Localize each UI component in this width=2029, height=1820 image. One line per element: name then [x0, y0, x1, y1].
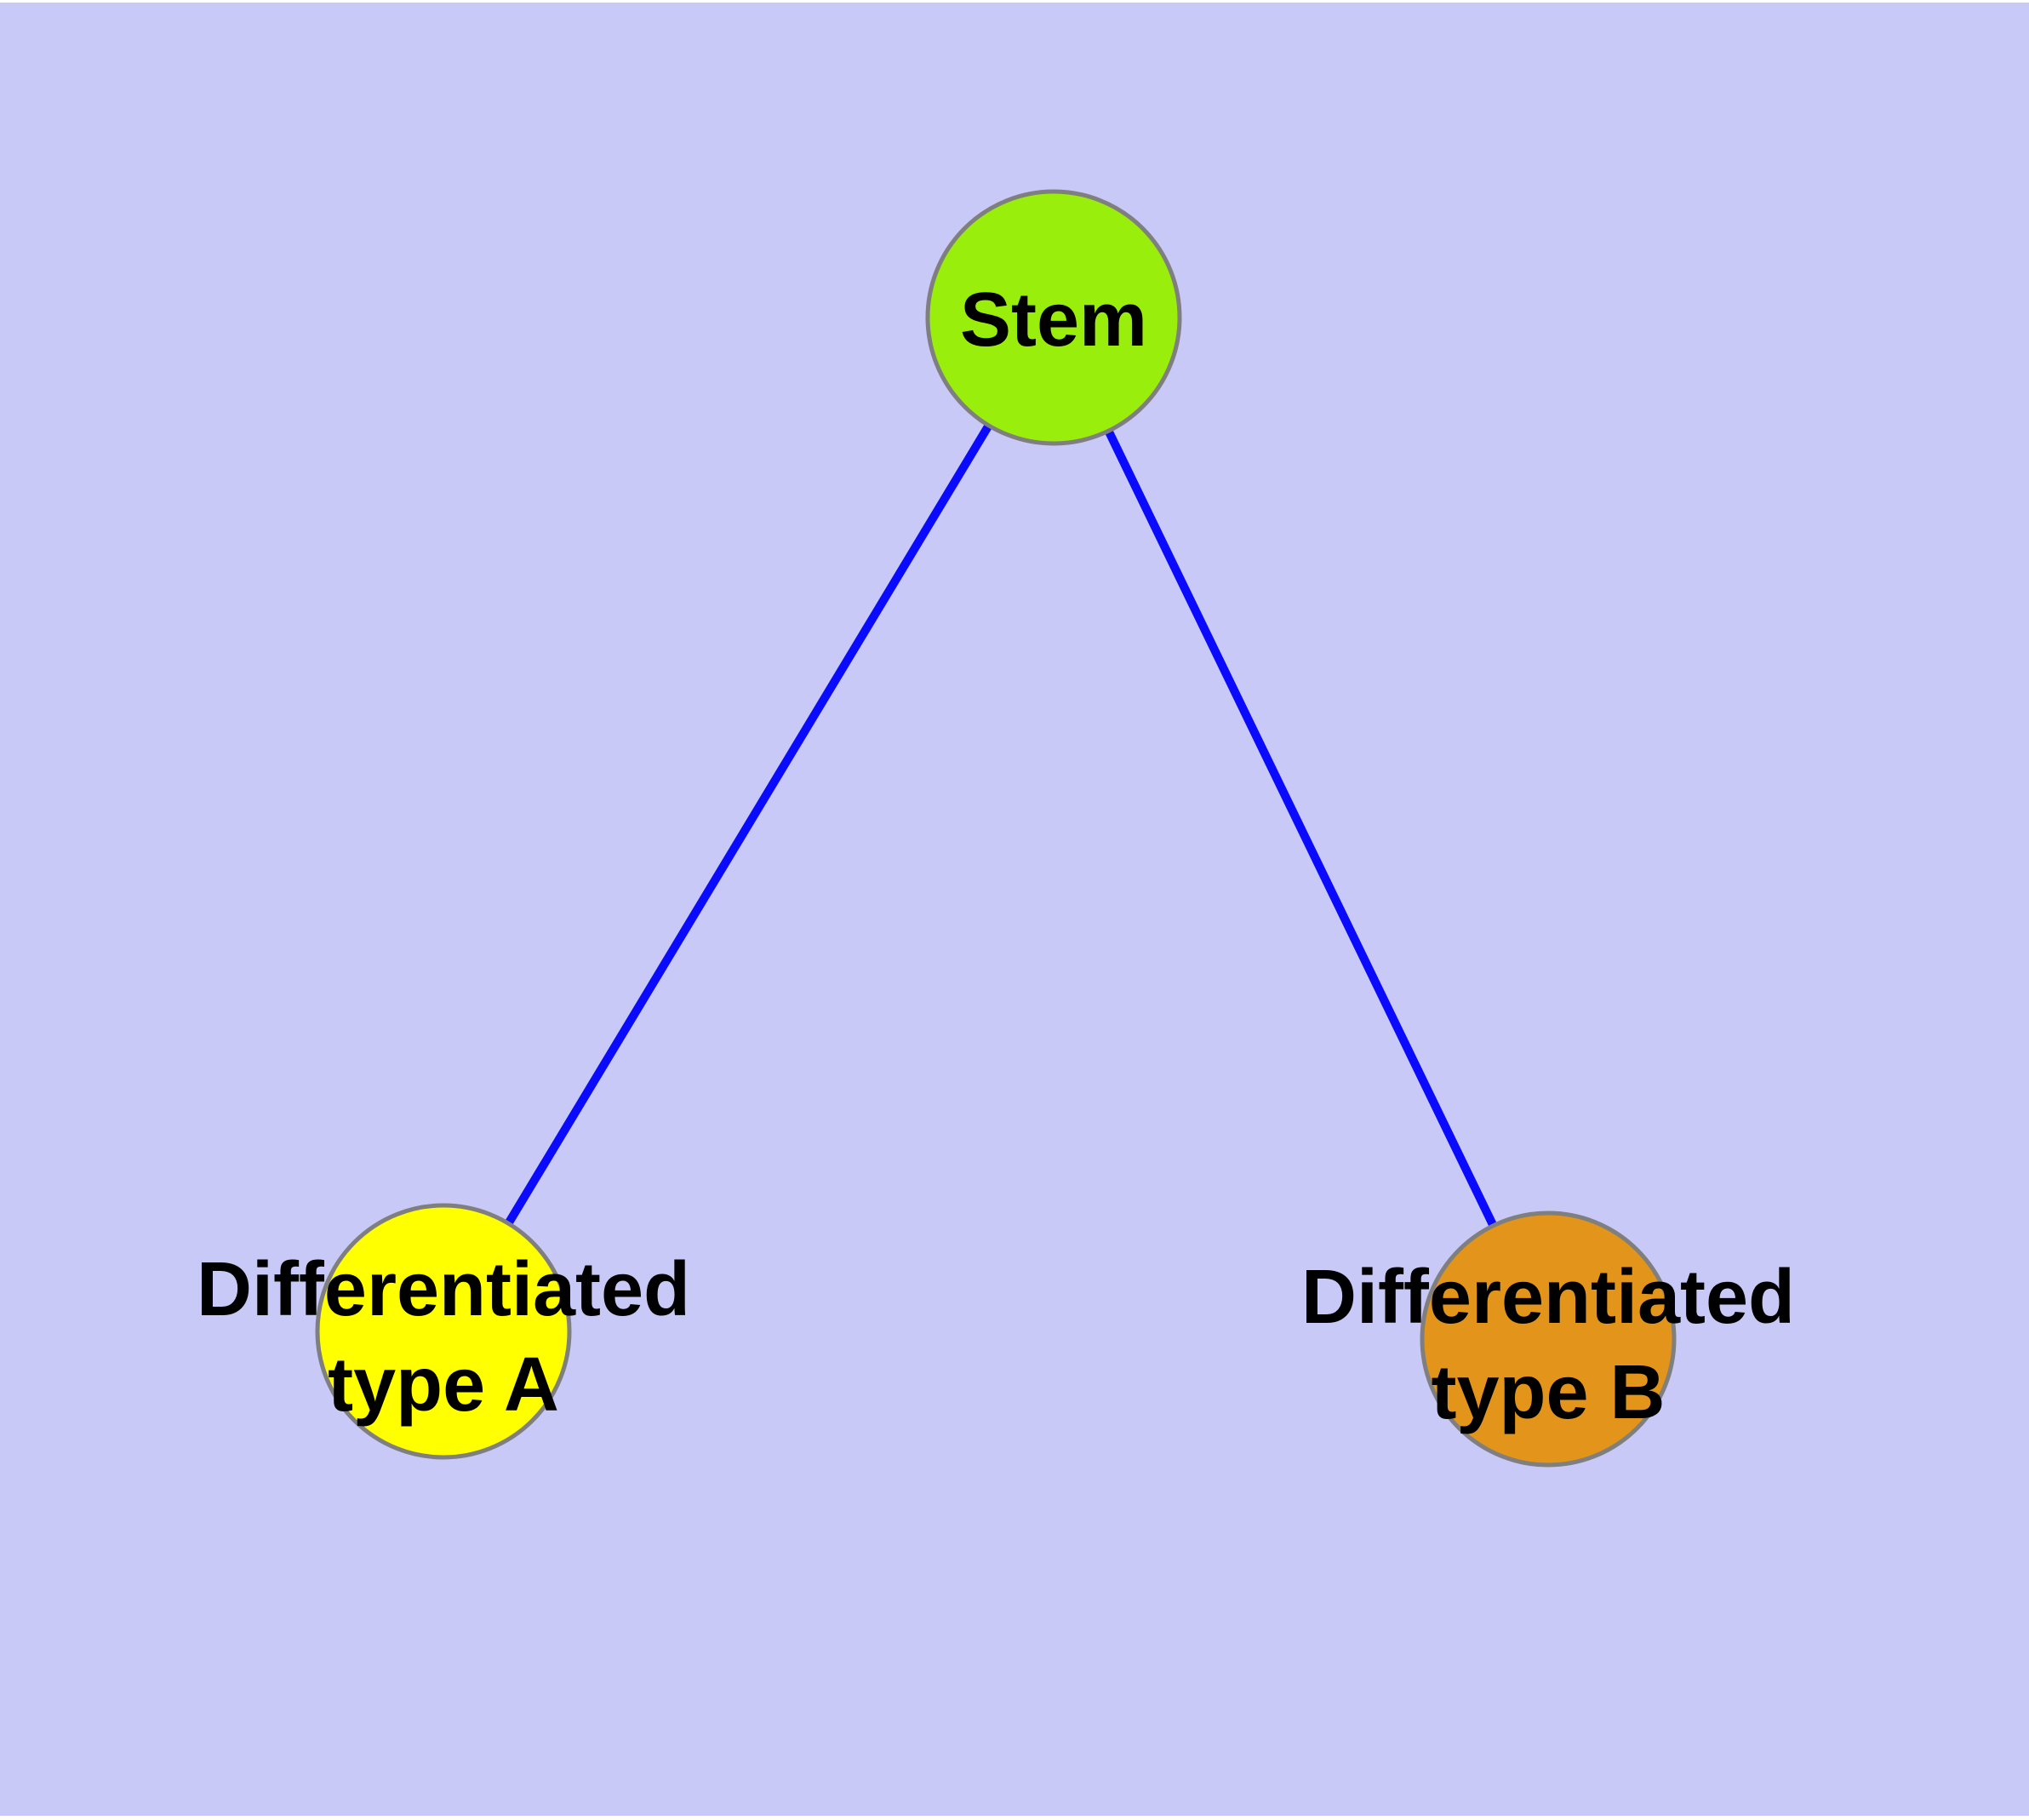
node-type-b-label-line1: Differentiated	[1301, 1255, 1795, 1340]
edge-stem-to-type-a	[439, 315, 1058, 1334]
node-type-a-label-line2: type A	[328, 1342, 559, 1428]
node-stem-circle	[925, 189, 1182, 446]
node-type-a-circle	[315, 1203, 572, 1460]
node-type-a-label-line1: Differentiated	[197, 1247, 690, 1332]
node-stem-label: Stem	[960, 278, 1147, 363]
node-type-b-circle	[1420, 1210, 1677, 1468]
node-type-b-label-line2: type B	[1431, 1350, 1665, 1435]
edge-stem-to-type-b	[1049, 315, 1552, 1342]
